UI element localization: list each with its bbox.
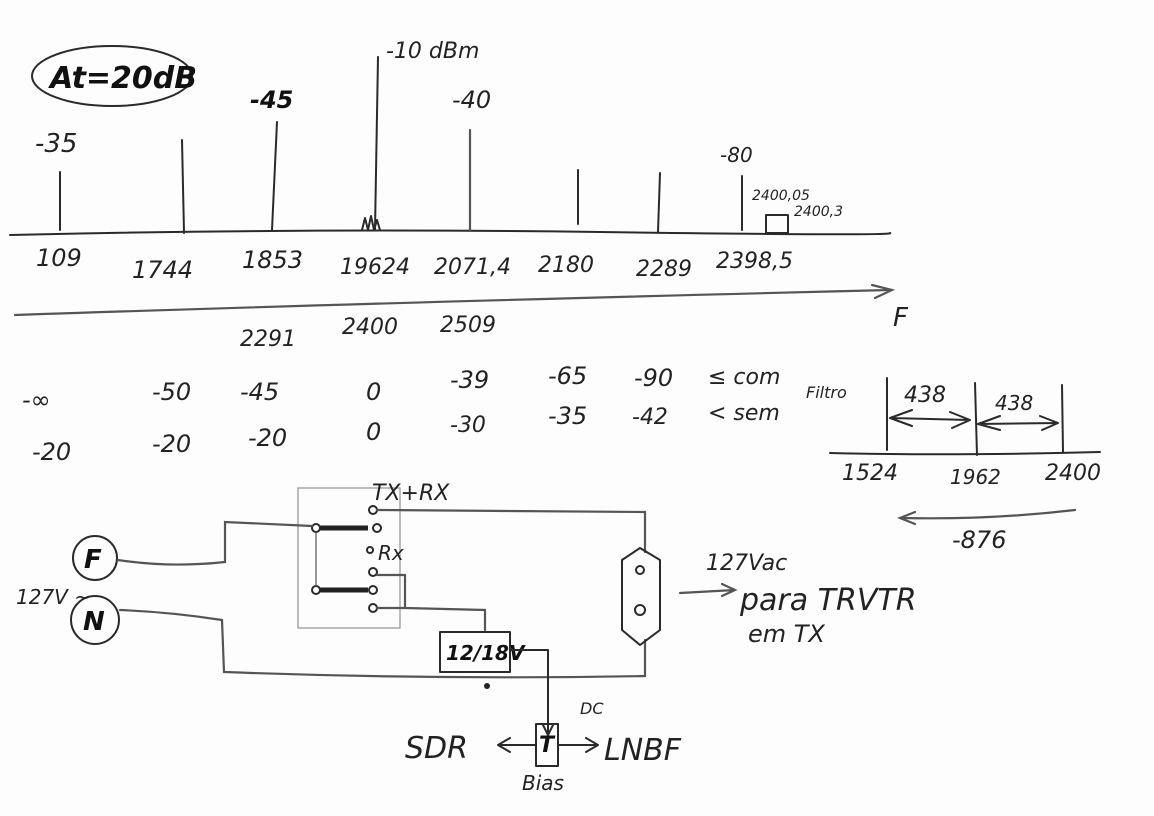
neutral-terminal [70, 595, 120, 645]
box-label: 2400,3 [794, 204, 843, 220]
freq-label: 1744 [132, 256, 193, 284]
relay-txrx-label: TX+RX [372, 481, 450, 506]
freq-label: 19624 [340, 255, 410, 280]
svg-text:-50: -50 [152, 378, 191, 406]
power-supply-box [439, 631, 511, 673]
power-supply-label: 12/18V [446, 641, 526, 665]
level-label: -40 [452, 86, 491, 114]
spike-carrier [374, 56, 379, 231]
dc-label: DC [580, 699, 604, 718]
freq-label: 109 [36, 244, 82, 272]
bias-tee-symbol: T [539, 733, 556, 758]
relay-contacts [311, 505, 382, 613]
freq-label: 1853 [242, 246, 303, 274]
svg-text:0: 0 [366, 418, 381, 446]
freq-label: 2071,4 [434, 255, 511, 280]
box-label: 2400,05 [752, 188, 810, 204]
level-label: -45 [250, 86, 293, 114]
spike-1853 [271, 121, 278, 231]
secondary-freq-label: 2291 [240, 327, 296, 352]
sem-label: < sem [708, 401, 780, 426]
svg-text:-30: -30 [450, 413, 486, 438]
spectrum-spikes [59, 56, 789, 234]
spike-2289 [657, 172, 661, 233]
bias-label: Bias [522, 771, 564, 795]
svg-text:-20: -20 [32, 438, 71, 466]
filter-label: Filtro [806, 383, 847, 402]
level-label: -80 [720, 143, 753, 167]
attenuation-label: At=20dB [48, 61, 197, 96]
svg-text:-35: -35 [548, 402, 587, 430]
svg-text:-20: -20 [248, 424, 287, 452]
circuit-diagram: TX+RX Rx F N 127V ~ 12/18V DC 127Vac p [16, 481, 917, 795]
output-mode-label: em TX [748, 620, 825, 648]
freq-label: 2398,5 [716, 249, 793, 274]
svg-text:1962: 1962 [950, 465, 1001, 489]
freq-label: 2289 [636, 257, 692, 282]
level-label: -10 dBm [386, 39, 479, 64]
output-target-label: para TRVTR [739, 583, 917, 618]
svg-text:1524: 1524 [842, 461, 898, 486]
level-label: -35 [35, 129, 77, 159]
svg-text:-65: -65 [548, 362, 587, 390]
svg-text:-42: -42 [632, 405, 668, 430]
svg-text:-39: -39 [450, 366, 489, 394]
signal-box [765, 214, 789, 234]
svg-text:-∞: -∞ [22, 386, 51, 414]
secondary-freq-label: 2509 [440, 313, 496, 338]
svg-text:0: 0 [366, 378, 381, 406]
mains-label: 127V ~ [16, 585, 91, 609]
svg-text:-45: -45 [240, 378, 279, 406]
spike-1744 [181, 139, 185, 234]
phase-label: F [84, 545, 102, 575]
svg-text:-20: -20 [152, 430, 191, 458]
secondary-freq-label: 2400 [342, 315, 398, 340]
frequency-axis-label: F [893, 303, 909, 333]
output-voltage-label: 127Vac [706, 551, 787, 576]
attenuation-ellipse [31, 45, 193, 107]
filter-diagram: Filtro 438 438 1524 1962 2400 -876 [806, 377, 1101, 554]
relay-outlet [621, 547, 661, 646]
sem-row: -20 -20 -20 0 -30 -35 -42 < sem [32, 401, 780, 466]
neutral-label: N [83, 607, 105, 637]
frequency-arrow [13, 283, 896, 317]
phase-terminal [72, 535, 118, 581]
com-row: -∞ -50 -45 0 -39 -65 -90 ≤ com [22, 362, 780, 414]
relay-rx-label: Rx [378, 541, 404, 565]
svg-text:438: 438 [904, 383, 946, 408]
com-label: ≤ com [708, 365, 780, 390]
spectrum-baseline [9, 229, 892, 236]
svg-text:2400: 2400 [1045, 461, 1101, 486]
svg-text:-90: -90 [634, 364, 673, 392]
sdr-label: SDR [405, 731, 468, 766]
carrier-noise [361, 215, 381, 231]
lnbf-label: LNBF [604, 733, 682, 768]
svg-text:438: 438 [995, 391, 1033, 415]
filter-shift-label: -876 [952, 526, 1006, 554]
freq-label: 2180 [538, 253, 594, 278]
